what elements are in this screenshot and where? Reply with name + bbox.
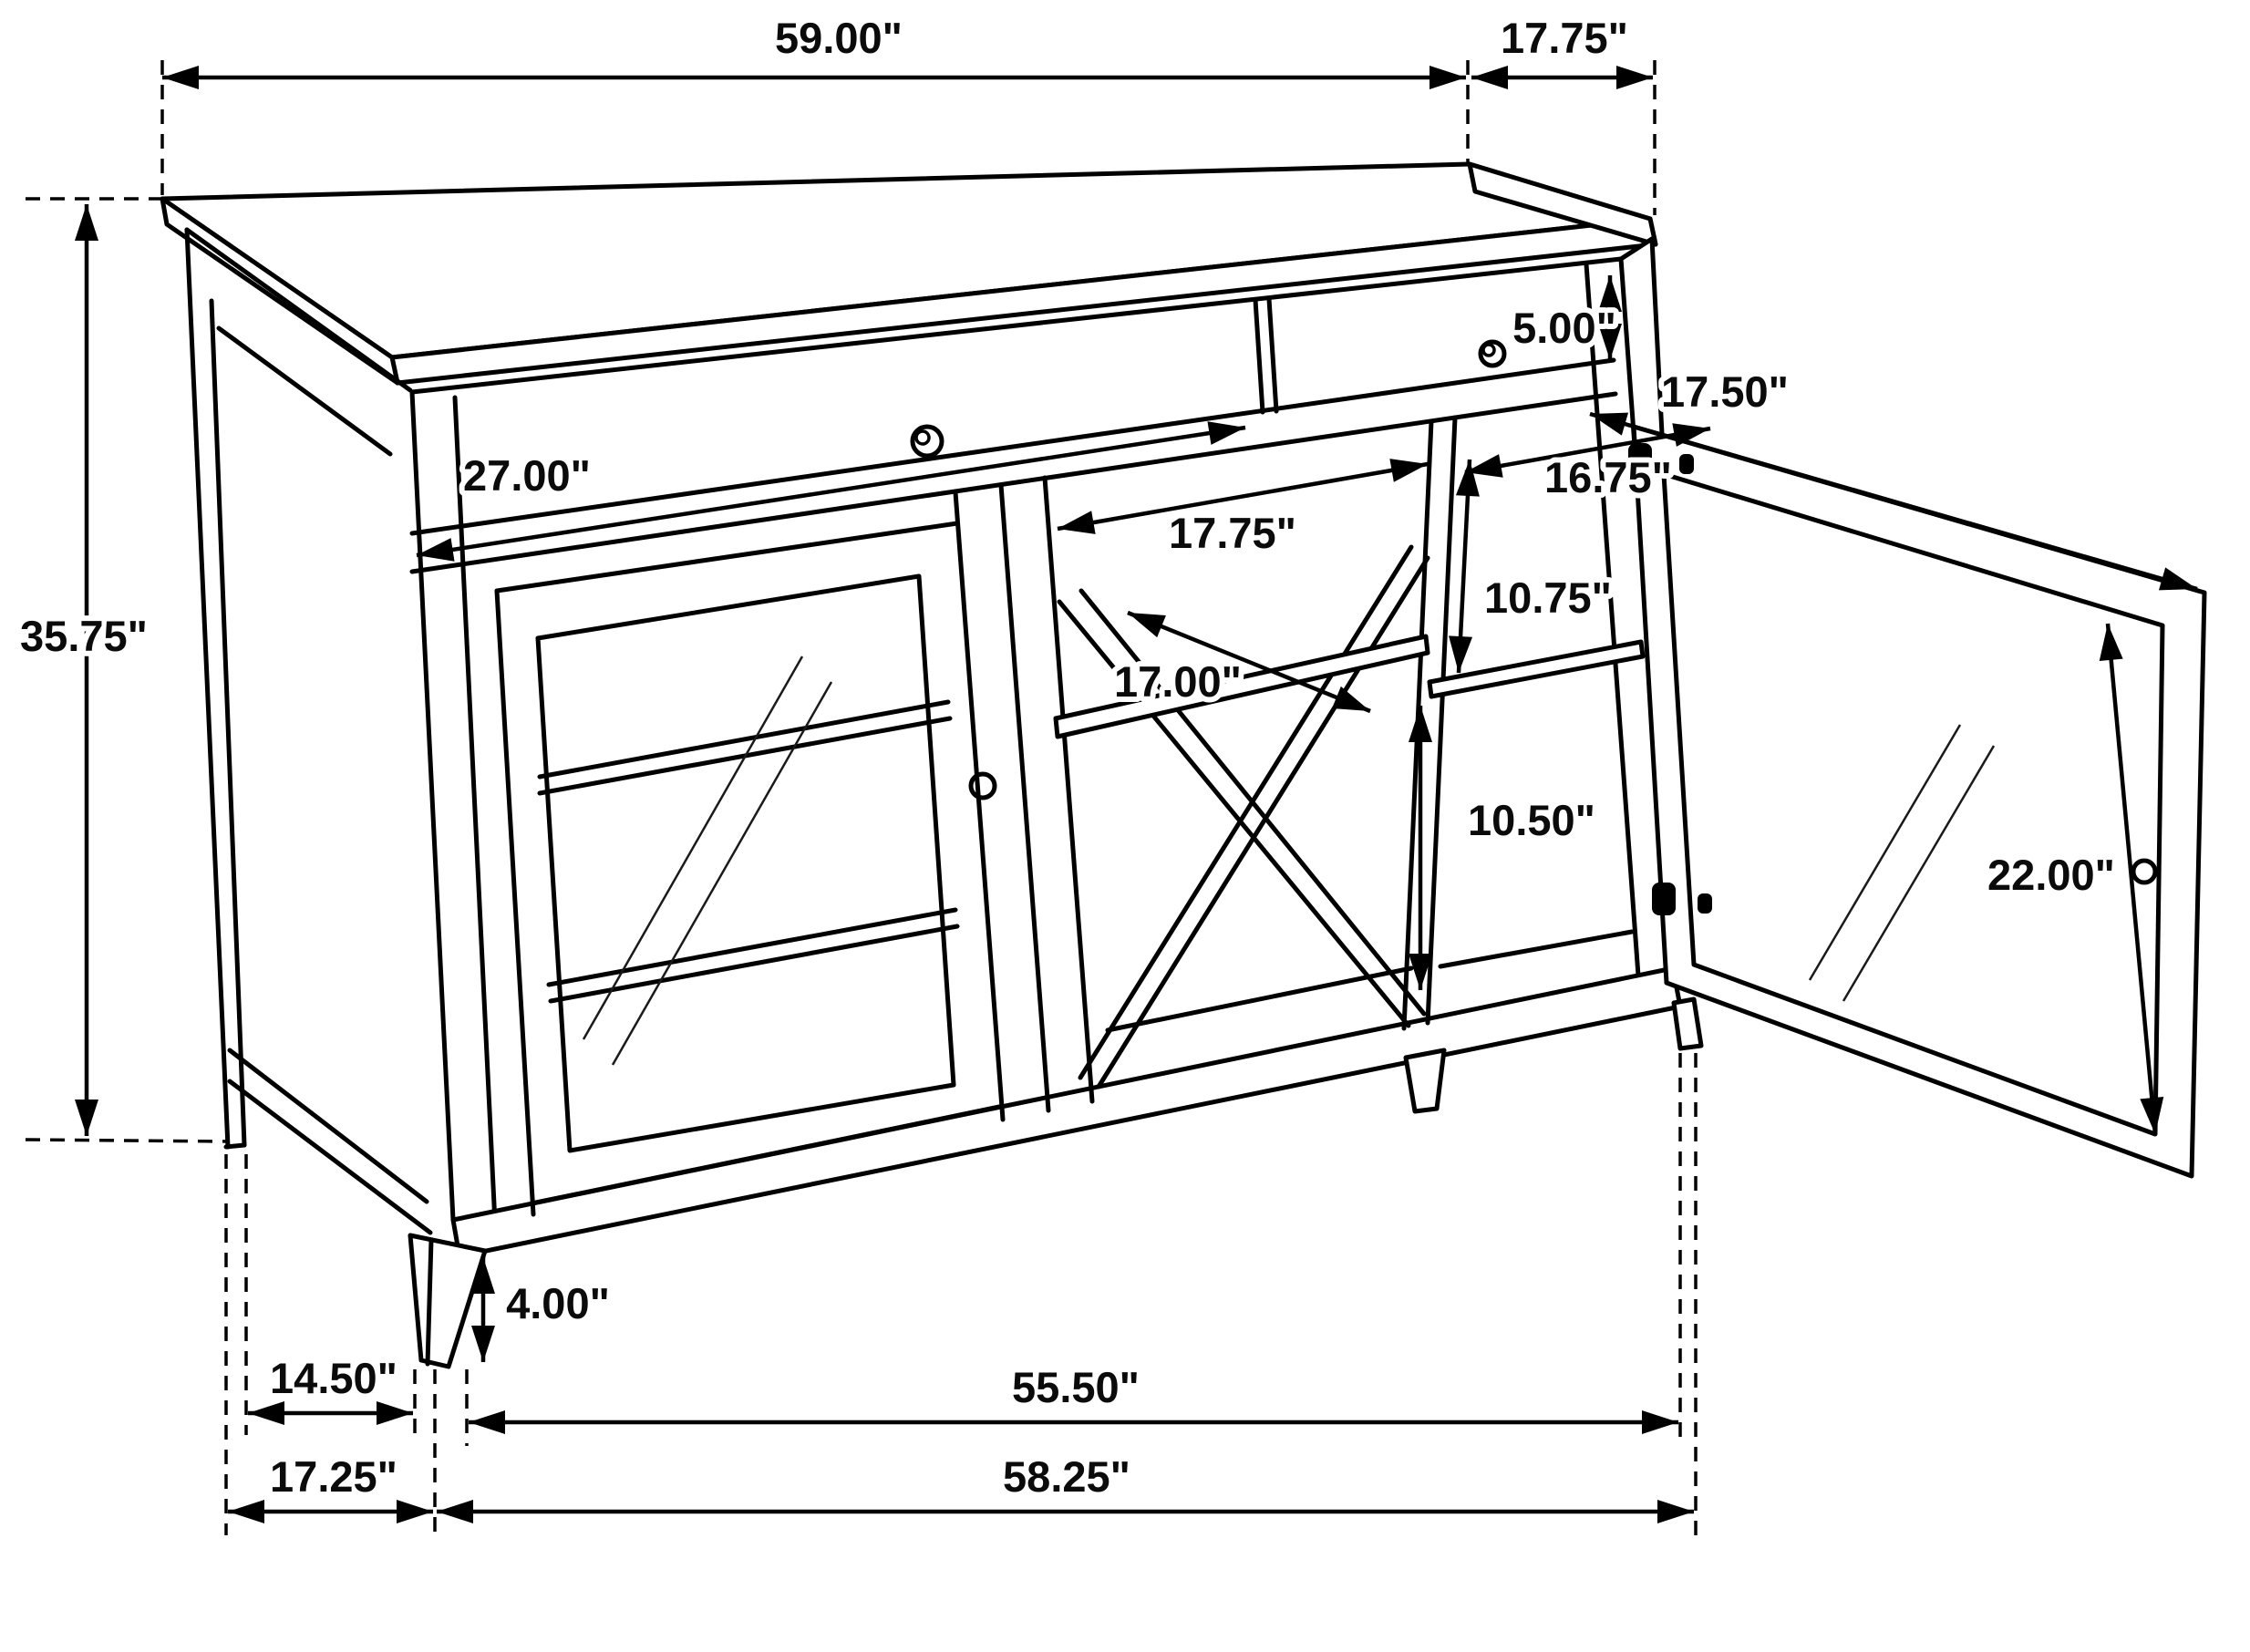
- dimension-drawer-width: 27.00": [416, 421, 1246, 562]
- dimension-overall-base-width: 58.25": [437, 1053, 1698, 1535]
- right-compartment: [1427, 639, 1646, 969]
- dim-label-drawer-width: 27.00": [463, 451, 591, 500]
- dimension-top-depth: 17.75": [1471, 8, 1657, 215]
- dim-label-base-depth: 17.25": [270, 1452, 397, 1501]
- dim-label-side-leg-span: 14.50": [270, 1354, 397, 1402]
- dimension-shelf-space-upper: 10.75": [1449, 459, 1617, 674]
- front-right-leg: [1671, 996, 1704, 1051]
- door-hinge-bottom: [1652, 883, 1712, 915]
- dim-label-door-width: 17.50": [1661, 367, 1789, 416]
- cabinet-top: [160, 161, 1658, 386]
- dimension-side-leg-span: 14.50": [244, 1154, 417, 1435]
- dim-label-right-opening-width: 16.75": [1544, 453, 1672, 501]
- cabinet-body: [409, 236, 1691, 1259]
- dim-label-top-depth: 17.75": [1501, 14, 1628, 62]
- left-drawer-knob: [910, 424, 944, 459]
- dimension-door-width: 17.50": [1589, 362, 2198, 592]
- dim-label-overall-base-width: 58.25": [1003, 1452, 1130, 1501]
- dimension-overall-height: 35.75": [15, 197, 231, 1143]
- dim-label-shelf-space-upper: 10.75": [1484, 573, 1612, 622]
- dimension-door-glass-height: 22.00": [1982, 623, 2164, 1135]
- dim-label-drawer-height: 5.00": [1512, 304, 1616, 352]
- dimension-leg-height: 4.00": [471, 1257, 615, 1362]
- dim-label-shelf-space-lower: 10.50": [1468, 796, 1595, 844]
- dimension-front-leg-span: 55.50": [465, 1053, 1682, 1446]
- dimension-shelf-space-lower: 10.50": [1409, 706, 1601, 990]
- left-side-panel: [184, 227, 433, 1235]
- dimension-middle-opening-width: 17.75": [1057, 459, 1429, 563]
- right-drawer-knob: [1478, 339, 1507, 368]
- dim-label-shelf-depth: 17.00": [1114, 657, 1242, 706]
- dim-label-overall-top-length: 59.00": [775, 14, 903, 62]
- dim-label-leg-height: 4.00": [506, 1279, 610, 1327]
- left-door-knob: [968, 771, 997, 800]
- dimension-base-depth: 17.25": [224, 1154, 437, 1535]
- dimension-overall-top-length: 59.00": [160, 8, 1470, 195]
- dim-label-door-glass-height: 22.00": [1987, 851, 2115, 899]
- dim-label-middle-opening-width: 17.75": [1169, 509, 1296, 557]
- dim-label-front-leg-span: 55.50": [1012, 1363, 1140, 1411]
- center-mullion: [953, 475, 1095, 1122]
- dimension-drawer-height: 5.00": [1507, 275, 1622, 360]
- right-glass-door-open: [1628, 424, 2207, 1179]
- right-door-knob: [2131, 858, 2158, 885]
- cabinet: [160, 161, 2207, 1369]
- dimensions: 59.00" 17.75" 35.75" 5.00" 17.50": [15, 8, 2198, 1535]
- dimension-right-opening-width: 16.75": [1464, 423, 1711, 507]
- middle-front-leg: [1403, 1048, 1447, 1114]
- dim-label-overall-height: 35.75": [20, 612, 148, 660]
- front-left-leg: [408, 1233, 488, 1369]
- dimension-shelf-depth: 17.00": [1109, 610, 1371, 714]
- left-glass-door: [494, 521, 1002, 1217]
